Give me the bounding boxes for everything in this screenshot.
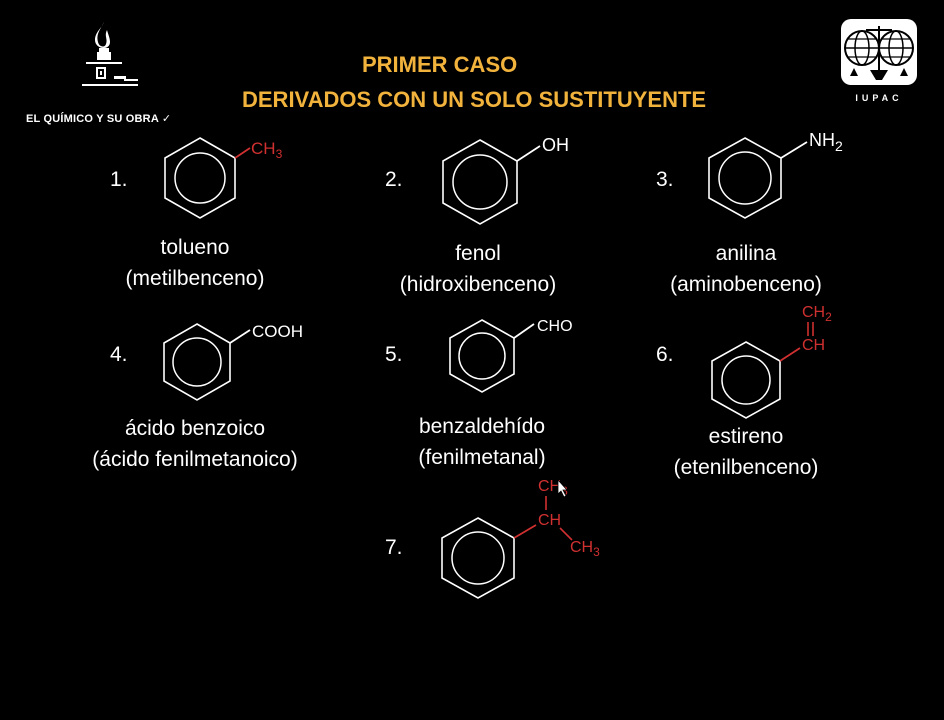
name-alternative: (metilbenceno) <box>125 267 265 290</box>
substituent-right-label: CH3 <box>570 539 600 559</box>
isopropylbenzene-structure: CH CH3 CH3 <box>441 478 600 599</box>
title-line-2: DERIVADOS CON UN SOLO SUSTITUYENTE <box>242 87 707 112</box>
compound-number: 4. <box>110 343 128 366</box>
compound-number: 2. <box>385 168 403 191</box>
name-primary: fenol <box>455 242 501 265</box>
substituent-label: CH <box>538 512 561 529</box>
iupac-logo: IUPAC <box>840 18 918 103</box>
name-alternative: (etenilbenceno) <box>673 456 819 479</box>
substituent-label: CHO <box>537 318 573 335</box>
iupac-label: IUPAC <box>855 93 903 103</box>
compound-number: 7. <box>385 536 403 559</box>
substituent-top-label: CH3 <box>538 478 568 498</box>
substituent-top-label: CH2 <box>802 304 832 324</box>
title-line-1: PRIMER CASO <box>362 52 518 77</box>
compound-name: benzaldehído (fenilmetanal) <box>382 411 582 473</box>
globe-icon <box>841 19 917 85</box>
benzaldehyde-structure: CHO <box>449 318 573 393</box>
name-primary: ácido benzoico <box>124 417 266 440</box>
name-primary: estireno <box>708 425 784 448</box>
name-alternative: (hidroxibenceno) <box>399 273 557 296</box>
toluene-structure: CH3 <box>164 137 283 219</box>
compound-number: 1. <box>110 168 128 191</box>
substituent-label: NH2 <box>809 130 843 154</box>
bunsen-burner-logo <box>82 22 138 86</box>
compound-number: 6. <box>656 343 674 366</box>
compound-name: anilina (aminobenceno) <box>646 238 846 300</box>
compound-name: estireno (etenilbenceno) <box>646 421 846 483</box>
mouse-cursor-icon <box>557 478 568 498</box>
name-primary: anilina <box>715 242 777 265</box>
substituent-label: CH3 <box>251 139 283 161</box>
benzoic-acid-structure: COOH <box>163 322 303 401</box>
substituent-label: COOH <box>252 322 303 341</box>
styrene-structure: CH CH2 <box>711 304 832 419</box>
name-alternative: (ácido fenilmetanoico) <box>92 448 298 471</box>
brand-text: EL QUÍMICO Y SU OBRA <box>26 113 159 125</box>
compound-number: 3. <box>656 168 674 191</box>
compound-number: 5. <box>385 343 403 366</box>
aniline-structure: NH2 <box>708 130 843 219</box>
name-primary: benzaldehído <box>418 415 546 438</box>
substituent-label: CH <box>802 337 825 354</box>
name-alternative: (fenilmetanal) <box>418 446 546 469</box>
phenol-structure: OH <box>442 135 569 225</box>
name-alternative: (aminobenceno) <box>670 273 822 296</box>
name-primary: tolueno <box>160 236 230 259</box>
compound-name: tolueno (metilbenceno) <box>95 232 295 294</box>
compound-name: ácido benzoico (ácido fenilmetanoico) <box>75 413 315 475</box>
brand-label: EL QUÍMICO Y SU OBRA ✓ <box>26 112 171 125</box>
substituent-label: OH <box>542 135 569 155</box>
check-icon: ✓ <box>161 113 172 125</box>
compound-name: fenol (hidroxibenceno) <box>378 238 578 300</box>
